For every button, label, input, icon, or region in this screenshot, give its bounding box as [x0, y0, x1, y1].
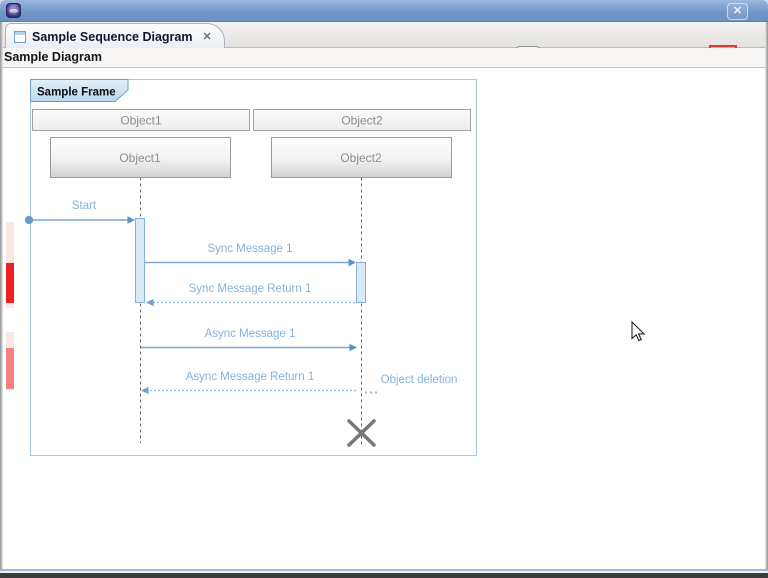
- window-bottom-border: [0, 569, 768, 571]
- message-async-return-1-label: Async Message Return 1: [186, 371, 314, 383]
- sequence-diagram: Sample Frame Object1 Object2 Object1 Obj…: [6, 79, 646, 456]
- destruction-x-icon[interactable]: [347, 419, 376, 447]
- object1-box[interactable]: Object1: [50, 137, 231, 178]
- window-right-edge: [765, 22, 768, 572]
- header-object1-label: Object1: [120, 114, 162, 128]
- message-sync-return-1-label: Sync Message Return 1: [189, 283, 312, 295]
- window-left-edge: [0, 22, 3, 572]
- marker-salmon[interactable]: [6, 348, 14, 389]
- diagram-name-label: Sample Diagram: [0, 48, 768, 68]
- tab-close-icon[interactable]: ✕: [202, 31, 212, 43]
- tab-title: Sample Sequence Diagram: [32, 29, 193, 44]
- message-start-label: Start: [72, 200, 97, 212]
- object-deletion-annotation[interactable]: Object deletion: [365, 374, 458, 394]
- tab-sample-sequence-diagram[interactable]: Sample Sequence Diagram ✕: [5, 23, 225, 49]
- title-bar: ✕: [0, 0, 768, 22]
- editor-tab-bar: Sample Sequence Diagram ✕: [0, 22, 768, 69]
- message-async-return-1[interactable]: Async Message Return 1: [141, 371, 356, 395]
- marker-red[interactable]: [6, 263, 14, 303]
- window-bottom-gap: [0, 571, 768, 573]
- eclipse-app-icon: [6, 3, 21, 18]
- header-object1[interactable]: [32, 109, 250, 131]
- message-sync-return-1[interactable]: Sync Message Return 1: [146, 283, 355, 307]
- object-deletion-label: Object deletion: [381, 374, 458, 386]
- message-async-1[interactable]: Async Message 1: [141, 328, 357, 352]
- message-sync-1-label: Sync Message 1: [207, 243, 292, 255]
- annotation-marker-bar: [6, 222, 14, 390]
- message-sync-1[interactable]: Sync Message 1: [145, 243, 356, 267]
- object1-label: Object1: [119, 151, 161, 165]
- mouse-cursor: [631, 320, 646, 342]
- header-object2[interactable]: [253, 109, 471, 131]
- desktop-strip: [0, 573, 768, 578]
- object2-label: Object2: [340, 151, 382, 165]
- activation-bar-object1[interactable]: [135, 218, 145, 303]
- header-object2-label: Object2: [341, 114, 383, 128]
- window-close-button[interactable]: ✕: [727, 3, 748, 20]
- frame-label: Sample Frame: [37, 87, 116, 99]
- object2-box[interactable]: Object2: [271, 137, 452, 178]
- activation-bar-object2[interactable]: [356, 262, 366, 303]
- sequence-frame[interactable]: [30, 79, 477, 456]
- frame-label-shape[interactable]: [30, 79, 129, 102]
- message-async-1-label: Async Message 1: [205, 328, 296, 340]
- message-start[interactable]: Start: [24, 200, 135, 225]
- diagram-window-icon: [14, 30, 26, 43]
